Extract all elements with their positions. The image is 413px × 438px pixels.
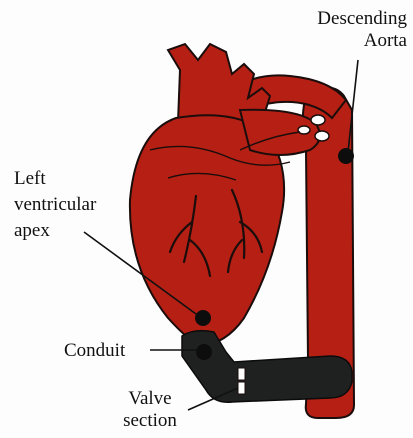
label-conduit: Conduit xyxy=(64,340,125,362)
label-left-ventricular-apex: Left ventricular apex xyxy=(14,166,96,244)
label-valve-section: Valve section xyxy=(110,388,190,432)
label-descending-aorta: Descending Aorta xyxy=(317,8,407,52)
label-valve-line1: Valve xyxy=(110,388,190,410)
apex-marker xyxy=(195,310,211,326)
label-conduit-text: Conduit xyxy=(64,340,125,362)
conduit-marker xyxy=(196,344,212,360)
label-descending-aorta-line1: Descending xyxy=(317,8,407,30)
label-valve-line2: section xyxy=(110,410,190,432)
label-lva-line3: apex xyxy=(14,218,96,244)
label-descending-aorta-line2: Aorta xyxy=(317,30,407,52)
aorta-marker xyxy=(338,148,354,164)
label-lva-line2: ventricular xyxy=(14,192,96,218)
label-lva-line1: Left xyxy=(14,166,96,192)
